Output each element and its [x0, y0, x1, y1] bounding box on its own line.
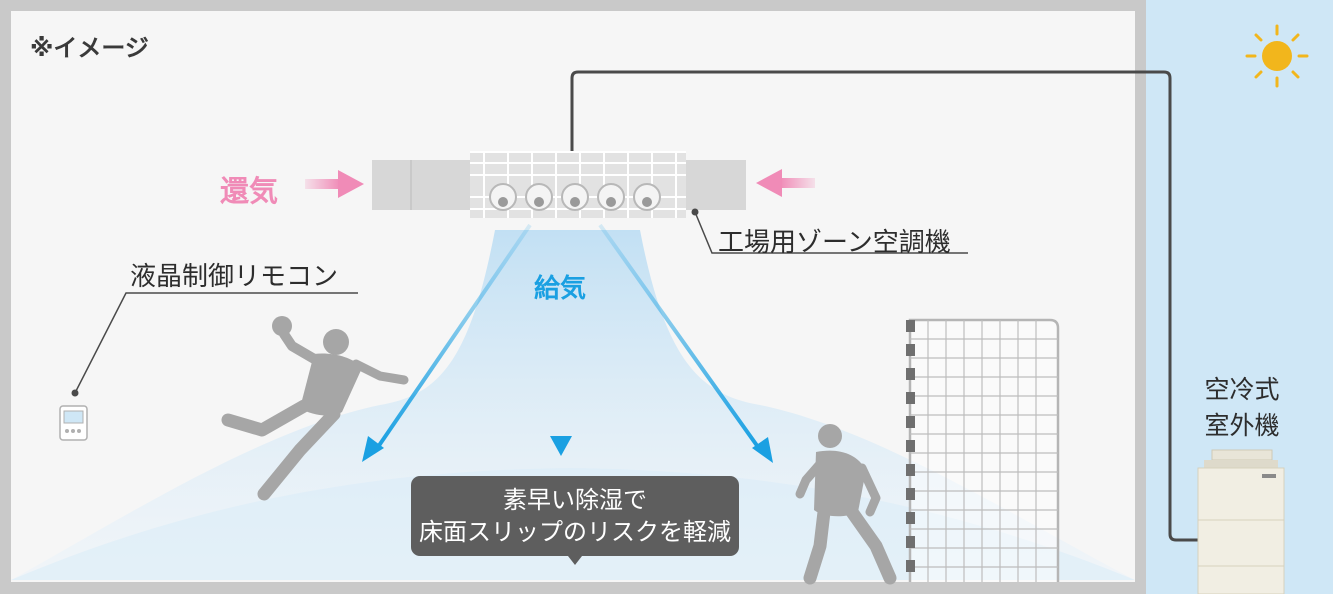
outdoor-unit-label-line2: 室外機: [1204, 411, 1280, 440]
sun-icon: [1245, 24, 1309, 88]
supply-air-arrow-center: [550, 225, 572, 456]
return-air-label: 還気: [220, 174, 279, 208]
refrigerant-pipe: [570, 70, 1202, 542]
zone-air-conditioner-icon: [372, 151, 746, 218]
goal-net-icon: [906, 318, 1060, 582]
remote-leader: [71, 292, 358, 397]
outdoor-unit-label-line1: 空冷式: [1204, 375, 1280, 404]
jumping-player-silhouette: [221, 316, 409, 501]
return-air-arrow-left: [305, 170, 364, 198]
remote-label: 液晶制御リモコン: [130, 262, 339, 292]
callout-line2: 床面スリップのリスクを軽減: [419, 518, 731, 546]
image-note-label: ※イメージ: [30, 34, 149, 62]
callout-line1: 素早い除湿で: [503, 486, 647, 514]
supply-air-arrow-left: [362, 223, 532, 462]
zone-unit-leader: [691, 208, 968, 254]
callout-bubble: 素早い除湿で 床面スリップのリスクを軽減: [411, 476, 739, 565]
supply-air-arrow-right: [598, 223, 773, 463]
standing-player-silhouette: [795, 424, 897, 585]
outdoor-unit-label: 空冷式 室外機: [1180, 372, 1304, 444]
return-air-arrow-right: [756, 169, 815, 197]
outdoor-unit-icon: [1197, 449, 1285, 594]
zone-unit-label: 工場用ゾーン空調機: [718, 228, 951, 258]
supply-air-label: 給気: [534, 274, 587, 304]
remote-control-icon: [59, 405, 88, 441]
